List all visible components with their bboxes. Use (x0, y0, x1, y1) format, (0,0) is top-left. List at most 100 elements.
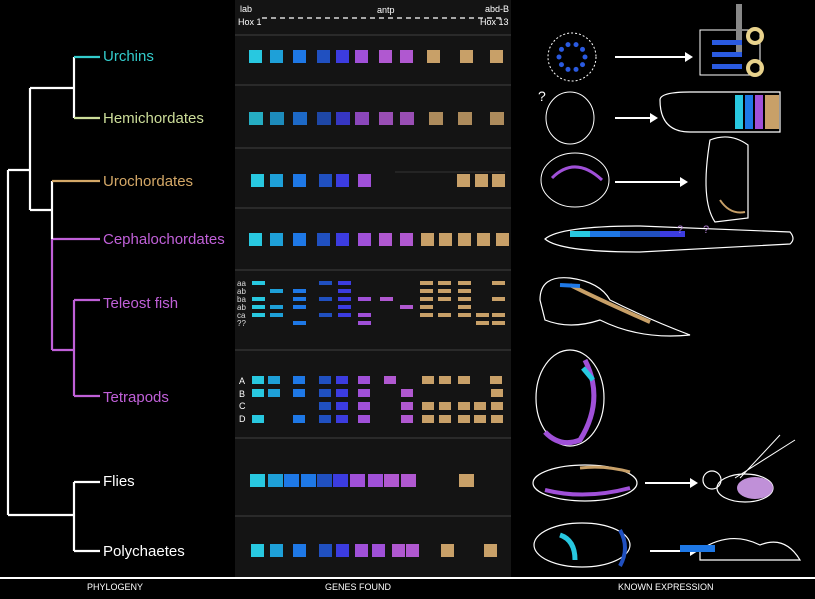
hox-gene-box (392, 544, 405, 557)
hox-gene-box (293, 50, 306, 63)
hox-gene-box (336, 112, 350, 125)
hemichordate-adult-expression (735, 95, 743, 129)
polychaete-adult-expression (680, 545, 715, 552)
tetrapod-hox-gene (439, 376, 451, 384)
hox-gene-box (270, 544, 283, 557)
hox-gene-box (401, 474, 416, 487)
fish-hox-gene (492, 281, 505, 285)
hox-gene-box (406, 544, 419, 557)
tetrapod-hox-gene (319, 389, 331, 397)
fish-hox-gene (338, 281, 351, 285)
urchin-hox-expression (582, 54, 588, 60)
hemichordate-adult-drawing (659, 91, 781, 133)
footer-phylogeny: PHYLOGENY (87, 582, 144, 592)
hox-gene-box (458, 233, 471, 246)
hox-gene-box (293, 233, 306, 246)
tetrapod-hox-gene (490, 376, 502, 384)
fish-hox-gene (338, 313, 351, 317)
tetrapod-hox-gene (358, 415, 370, 423)
hemichordate-adult-expression (765, 95, 779, 129)
hox-gene-box (333, 474, 348, 487)
fish-hox-gene (438, 313, 451, 317)
hox-gene-box (251, 544, 264, 557)
hox-gene-box (400, 112, 414, 125)
fish-cluster-label: ca (237, 311, 246, 320)
hemichordate-adult-expression (745, 95, 753, 129)
tetrapod-hox-gene (293, 376, 305, 384)
urchin-adult-expression (712, 64, 742, 69)
hox-gene-box (459, 474, 474, 487)
tetrapod-hox-gene (422, 415, 434, 423)
hox-gene-box (293, 544, 306, 557)
urochordate-adult-drawing (705, 136, 749, 223)
header-hox13: Hox 13 (480, 17, 509, 27)
hox-gene-box (457, 174, 470, 187)
fish-hox-gene (270, 289, 283, 293)
fish-hox-gene (420, 281, 433, 285)
urochordate-larva-drawing (540, 152, 610, 208)
fly-adult-wing (734, 434, 796, 479)
fish-hox-gene (319, 313, 332, 317)
hox-gene-box (317, 50, 330, 63)
fish-hox-gene (319, 297, 332, 301)
fish-cluster-label: ?? (237, 319, 246, 328)
tetrapod-hox-gene (491, 389, 503, 397)
fish-hox-gene (438, 281, 451, 285)
fish-hox-gene (492, 313, 505, 317)
hox-gene-box (249, 112, 263, 125)
tetrapod-hox-gene (319, 376, 331, 384)
header-hox1: Hox 1 (238, 17, 262, 27)
hox-gene-box (477, 233, 490, 246)
tetrapod-hox-gene (293, 389, 305, 397)
tetrapod-hox-gene (252, 389, 264, 397)
hox-gene-box (293, 112, 307, 125)
fly-adult-head (702, 470, 722, 490)
tetrapod-hox-gene (336, 389, 348, 397)
fish-hox-gene (270, 313, 283, 317)
hox-gene-box (358, 233, 371, 246)
fish-hox-gene (476, 313, 489, 317)
tetrapod-hox-gene (268, 376, 280, 384)
taxon-hemichordates: Hemichordates (103, 110, 204, 127)
tetrapod-hox-gene (293, 415, 305, 423)
hox-gene-box (484, 544, 497, 557)
fish-embryo-drawing (539, 277, 691, 337)
fly-adult-expression (737, 477, 773, 499)
hox-gene-box (358, 174, 371, 187)
fish-embryo-expression (559, 283, 581, 288)
tetrapod-hox-gene (358, 376, 370, 384)
fish-hox-gene (358, 297, 371, 301)
tetrapod-hox-gene (319, 402, 331, 410)
hox-gene-box (319, 174, 332, 187)
arrow-head (690, 478, 698, 488)
fly-embryo-expression (544, 486, 631, 497)
header-antp: antp (377, 5, 395, 15)
polychaete-adult-drawing (699, 537, 802, 561)
hox-gene-box (317, 112, 331, 125)
fish-hox-gene (338, 289, 351, 293)
tetrapod-hox-gene (384, 376, 396, 384)
fish-hox-gene (293, 305, 306, 309)
taxon-polychaetes: Polychaetes (103, 543, 185, 560)
tetrapod-hox-gene (422, 376, 434, 384)
fish-hox-gene (420, 297, 433, 301)
hox-gene-box (336, 233, 349, 246)
urchin-adult-stalk (736, 4, 742, 54)
fish-hox-gene (293, 321, 306, 325)
tetrapod-hox-gene (358, 389, 370, 397)
hox-gene-box (368, 474, 383, 487)
hox-gene-box (336, 544, 349, 557)
hox-gene-box (250, 474, 265, 487)
fish-cluster-label: ba (237, 295, 246, 304)
fish-hox-gene (492, 297, 505, 301)
tetrapod-hox-gene (474, 402, 486, 410)
fly-embryo-expression (579, 465, 631, 474)
footer-genes-found: GENES FOUND (325, 582, 392, 592)
hox-gene-box (355, 112, 369, 125)
fish-hox-gene (358, 321, 371, 325)
fish-hox-gene (252, 313, 265, 317)
hox-gene-box (475, 174, 488, 187)
urchin-hox-expression (558, 46, 564, 52)
amphioxus-expression (660, 231, 685, 237)
fish-hox-gene (252, 297, 265, 301)
